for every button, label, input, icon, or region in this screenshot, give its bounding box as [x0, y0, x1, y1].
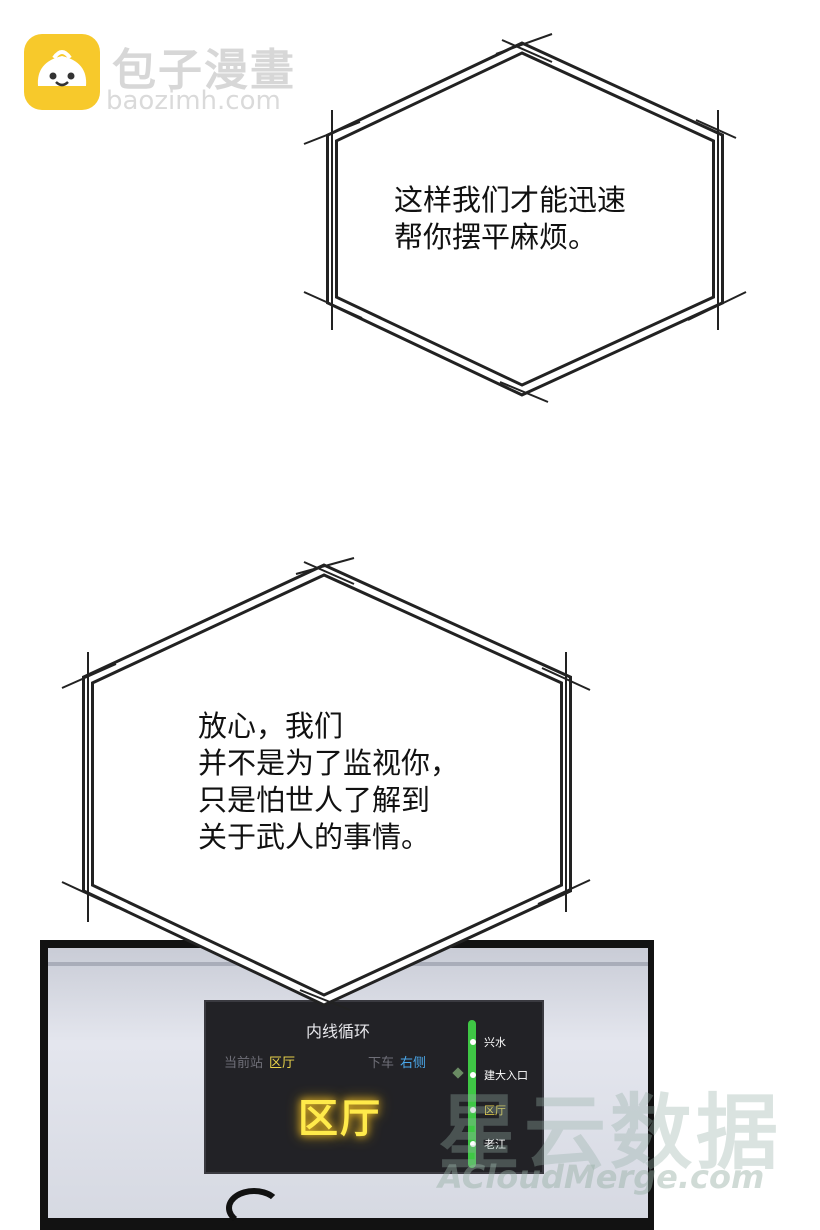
handle-arc [226, 1188, 282, 1228]
current-value: 区厅 [269, 1056, 296, 1071]
bubble-2-line-1: 放心，我们 [198, 709, 344, 743]
line-route-bar [468, 1020, 476, 1168]
watermark-big: 星云数据 [438, 1086, 783, 1181]
bubble-2-line-2: 并不是为了监视你， [198, 746, 460, 780]
logo-name: 包子漫畫 [112, 45, 296, 96]
exit-side-row: 下车右侧 [368, 1052, 426, 1071]
station-name: 区厅 [298, 1096, 382, 1142]
bubble-1-line-2: 帮你摆平麻烦。 [394, 220, 598, 254]
current-label: 当前站 [224, 1056, 264, 1071]
current-station-row: 当前站区厅 [224, 1052, 295, 1071]
line-title: 内线循环 [306, 1022, 371, 1041]
stop-dot [470, 1072, 476, 1078]
baozi-logo: 包子漫畫 baozimh.com [24, 34, 324, 116]
stop-dot [470, 1141, 476, 1147]
exit-label: 下车 [368, 1056, 395, 1071]
stop-name-current: 区厅 [484, 1104, 506, 1117]
stop-name: 老江 [484, 1138, 506, 1151]
stop-name: 兴水 [484, 1036, 506, 1049]
speech-bubble-1: 这样我们才能迅速 帮你摆平麻烦。 [296, 30, 756, 410]
hexagon-outline-icon [303, 33, 747, 403]
bubble-1-text: 这样我们才能迅速 帮你摆平麻烦。 [394, 182, 626, 256]
bubble-1-line-1: 这样我们才能迅速 [394, 183, 627, 217]
hexagon-outline-icon [61, 557, 591, 1011]
stop-dot [470, 1107, 476, 1113]
bubble-2-line-4: 关于武人的事情。 [198, 820, 431, 854]
bun-icon [24, 34, 100, 110]
metro-display: 内线循环 当前站区厅 下车右侧 区厅 兴水 建大入口 区厅 老江 [204, 1000, 544, 1174]
bubble-2-line-3: 只是怕世人了解到 [198, 783, 431, 817]
speech-bubble-2: 放心，我们 并不是为了监视你， 只是怕世人了解到 关于武人的事情。 [56, 552, 604, 1014]
stop-dot [470, 1039, 476, 1045]
logo-url: baozimh.com [106, 86, 281, 116]
exit-value: 右侧 [400, 1056, 427, 1071]
stop-name: 建大入口 [484, 1069, 528, 1082]
bubble-2-text: 放心，我们 并不是为了监视你， 只是怕世人了解到 关于武人的事情。 [198, 708, 459, 856]
watermark-url: ACloudMerge.com [438, 1158, 765, 1196]
